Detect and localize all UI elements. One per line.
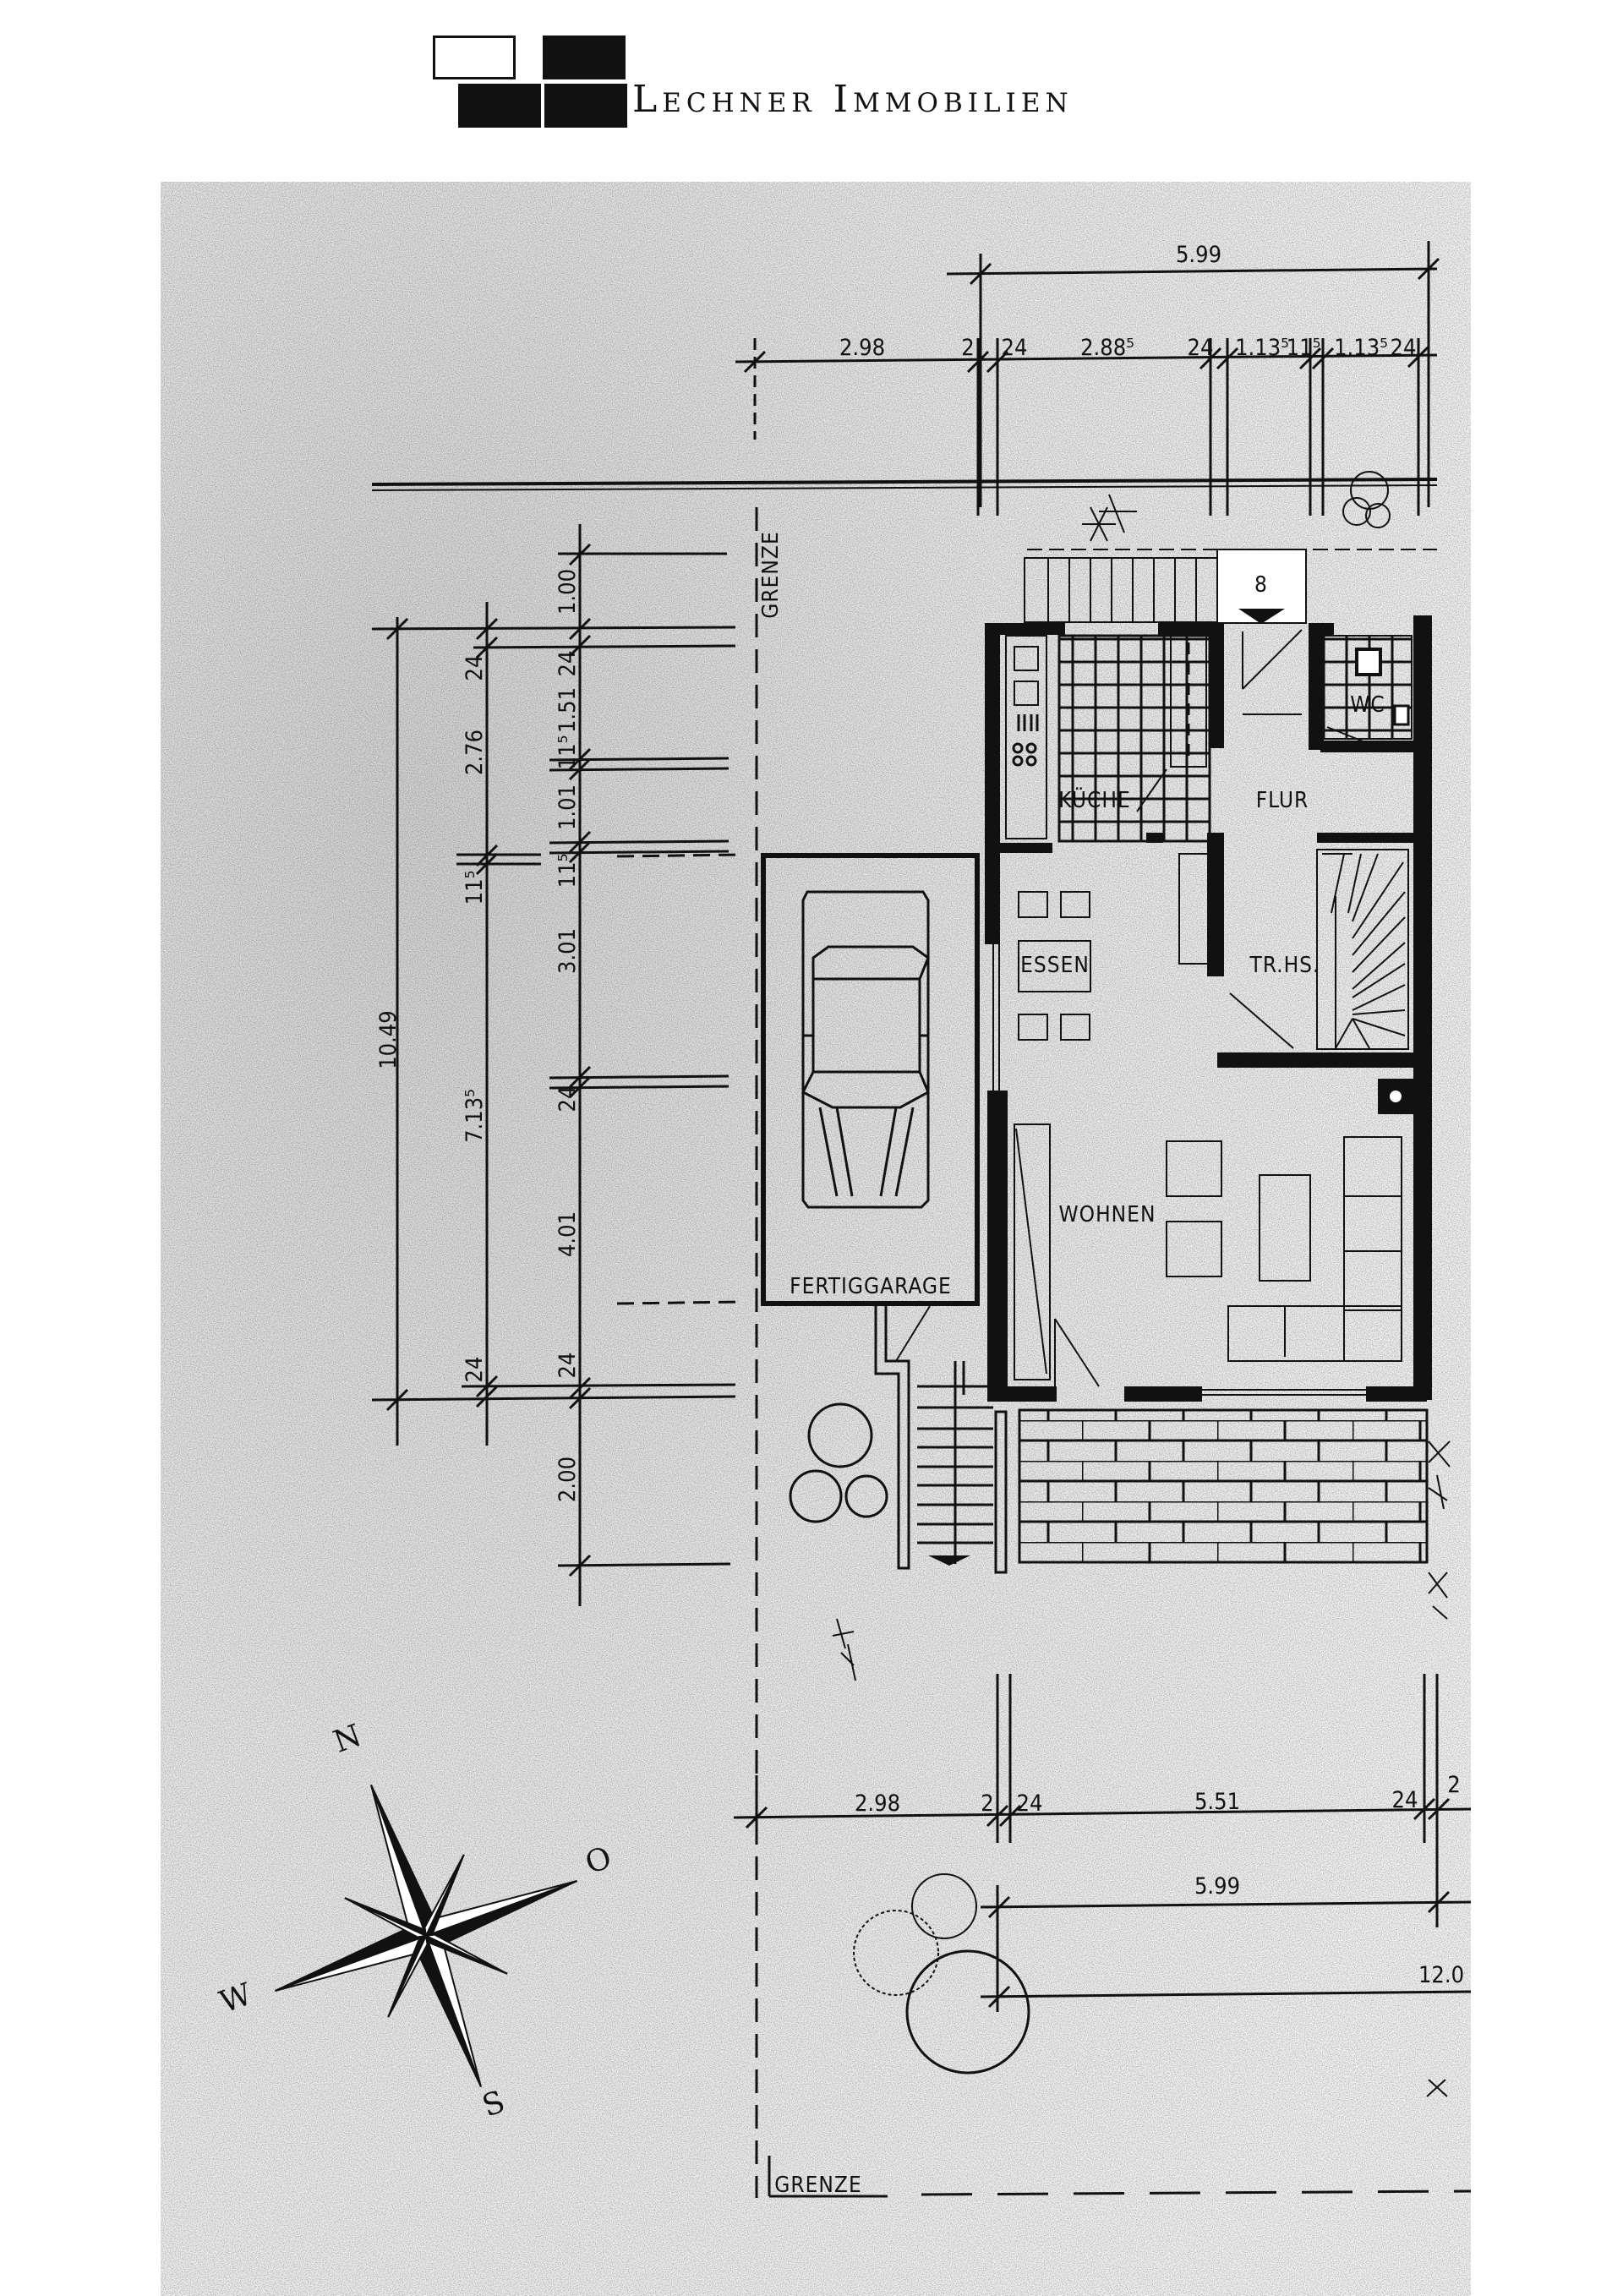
dim-bottom-seg: 2.98 [855, 1790, 900, 1817]
compass-rose-icon [275, 1785, 577, 2087]
dim-bottom-overall: 5.99 [1194, 1873, 1240, 1900]
dim-bottom-seg: 24 [1017, 1790, 1043, 1817]
dim-top-seg: 24 [1002, 335, 1028, 361]
dim-left-inner: 1.01 [555, 784, 581, 830]
boundary-label-bottom: GRENZE [774, 2173, 861, 2198]
dim-left-inner: 24 [555, 1353, 581, 1379]
dim-top-seg: 11⁵ [1287, 335, 1321, 361]
dim-left-inner: 24 [555, 651, 581, 677]
logo-square-outline [433, 36, 516, 79]
room-label-kitchen: KÜCHE [1058, 786, 1130, 813]
room-label-garage: FERTIGGARAGE [790, 1274, 952, 1299]
four-squares-logo-icon [433, 36, 627, 128]
dim-bottom-seg: 2 [1447, 1772, 1460, 1798]
dim-top-seg: 2 [961, 335, 974, 361]
dim-top-seg: 2.88⁵ [1080, 335, 1134, 361]
boundary-label-top: GRENZE [758, 531, 784, 618]
room-label-stairwell: TR.HS. [1249, 953, 1320, 978]
room-label-dining: ESSEN [1020, 953, 1090, 978]
room-label-hall: FLUR [1256, 788, 1309, 813]
dim-bottom-seg: 2 [981, 1790, 993, 1817]
dim-top-seg: 24 [1391, 335, 1417, 361]
dim-top-seg: 2.98 [839, 335, 885, 361]
floor-plan-sheet: 5.99 2.98 2 24 2.88⁵ 24 1.13⁵ 11⁵ 1.13⁵ … [161, 182, 1471, 2296]
dim-bottom-seg: 24 [1392, 1787, 1418, 1813]
dim-left-inner: 3.01 [555, 928, 581, 974]
dim-top-overall: 5.99 [1176, 242, 1221, 268]
dim-left-inner: 24 [555, 1086, 581, 1112]
logo-square-filled [458, 84, 541, 128]
logo-square-filled [543, 36, 626, 79]
dim-left-inner: 4.01 [555, 1211, 581, 1257]
room-label-living: WOHNEN [1059, 1202, 1156, 1227]
dim-left-mid: 2.76 [462, 730, 488, 775]
dim-left-inner: 1.00 [555, 569, 581, 615]
dim-left-mid: 24 [462, 655, 488, 681]
dim-bottom-seg: 5.51 [1194, 1789, 1240, 1815]
dim-left-mid: 24 [462, 1357, 488, 1383]
logo-square-filled [544, 84, 627, 128]
dim-bottom-total: 12.0 [1418, 1962, 1464, 1988]
dim-left-inner: 2.00 [555, 1457, 581, 1502]
header: Lechner Immobilien [0, 0, 1623, 169]
dim-left-mid: 7.13⁵ [462, 1089, 488, 1143]
room-label-wc: WC [1350, 692, 1385, 718]
dim-left-inner: 11⁵ [555, 854, 581, 888]
floor-plan-drawing: 5.99 2.98 2 24 2.88⁵ 24 1.13⁵ 11⁵ 1.13⁵ … [161, 182, 1471, 2296]
dim-top-seg: 1.13⁵ [1235, 335, 1289, 361]
dim-top-seg: 24 [1188, 335, 1214, 361]
entrance-steps-count: 8 [1254, 572, 1268, 598]
dim-left-overall: 10.49 [375, 1010, 402, 1069]
brand-name: Lechner Immobilien [632, 78, 1074, 121]
dim-left-inner: 1.51 [555, 687, 581, 733]
dim-top-seg: 1.13⁵ [1334, 335, 1388, 361]
dim-left-inner: 11⁵ [555, 735, 581, 770]
dim-left-mid: 11⁵ [462, 871, 488, 905]
